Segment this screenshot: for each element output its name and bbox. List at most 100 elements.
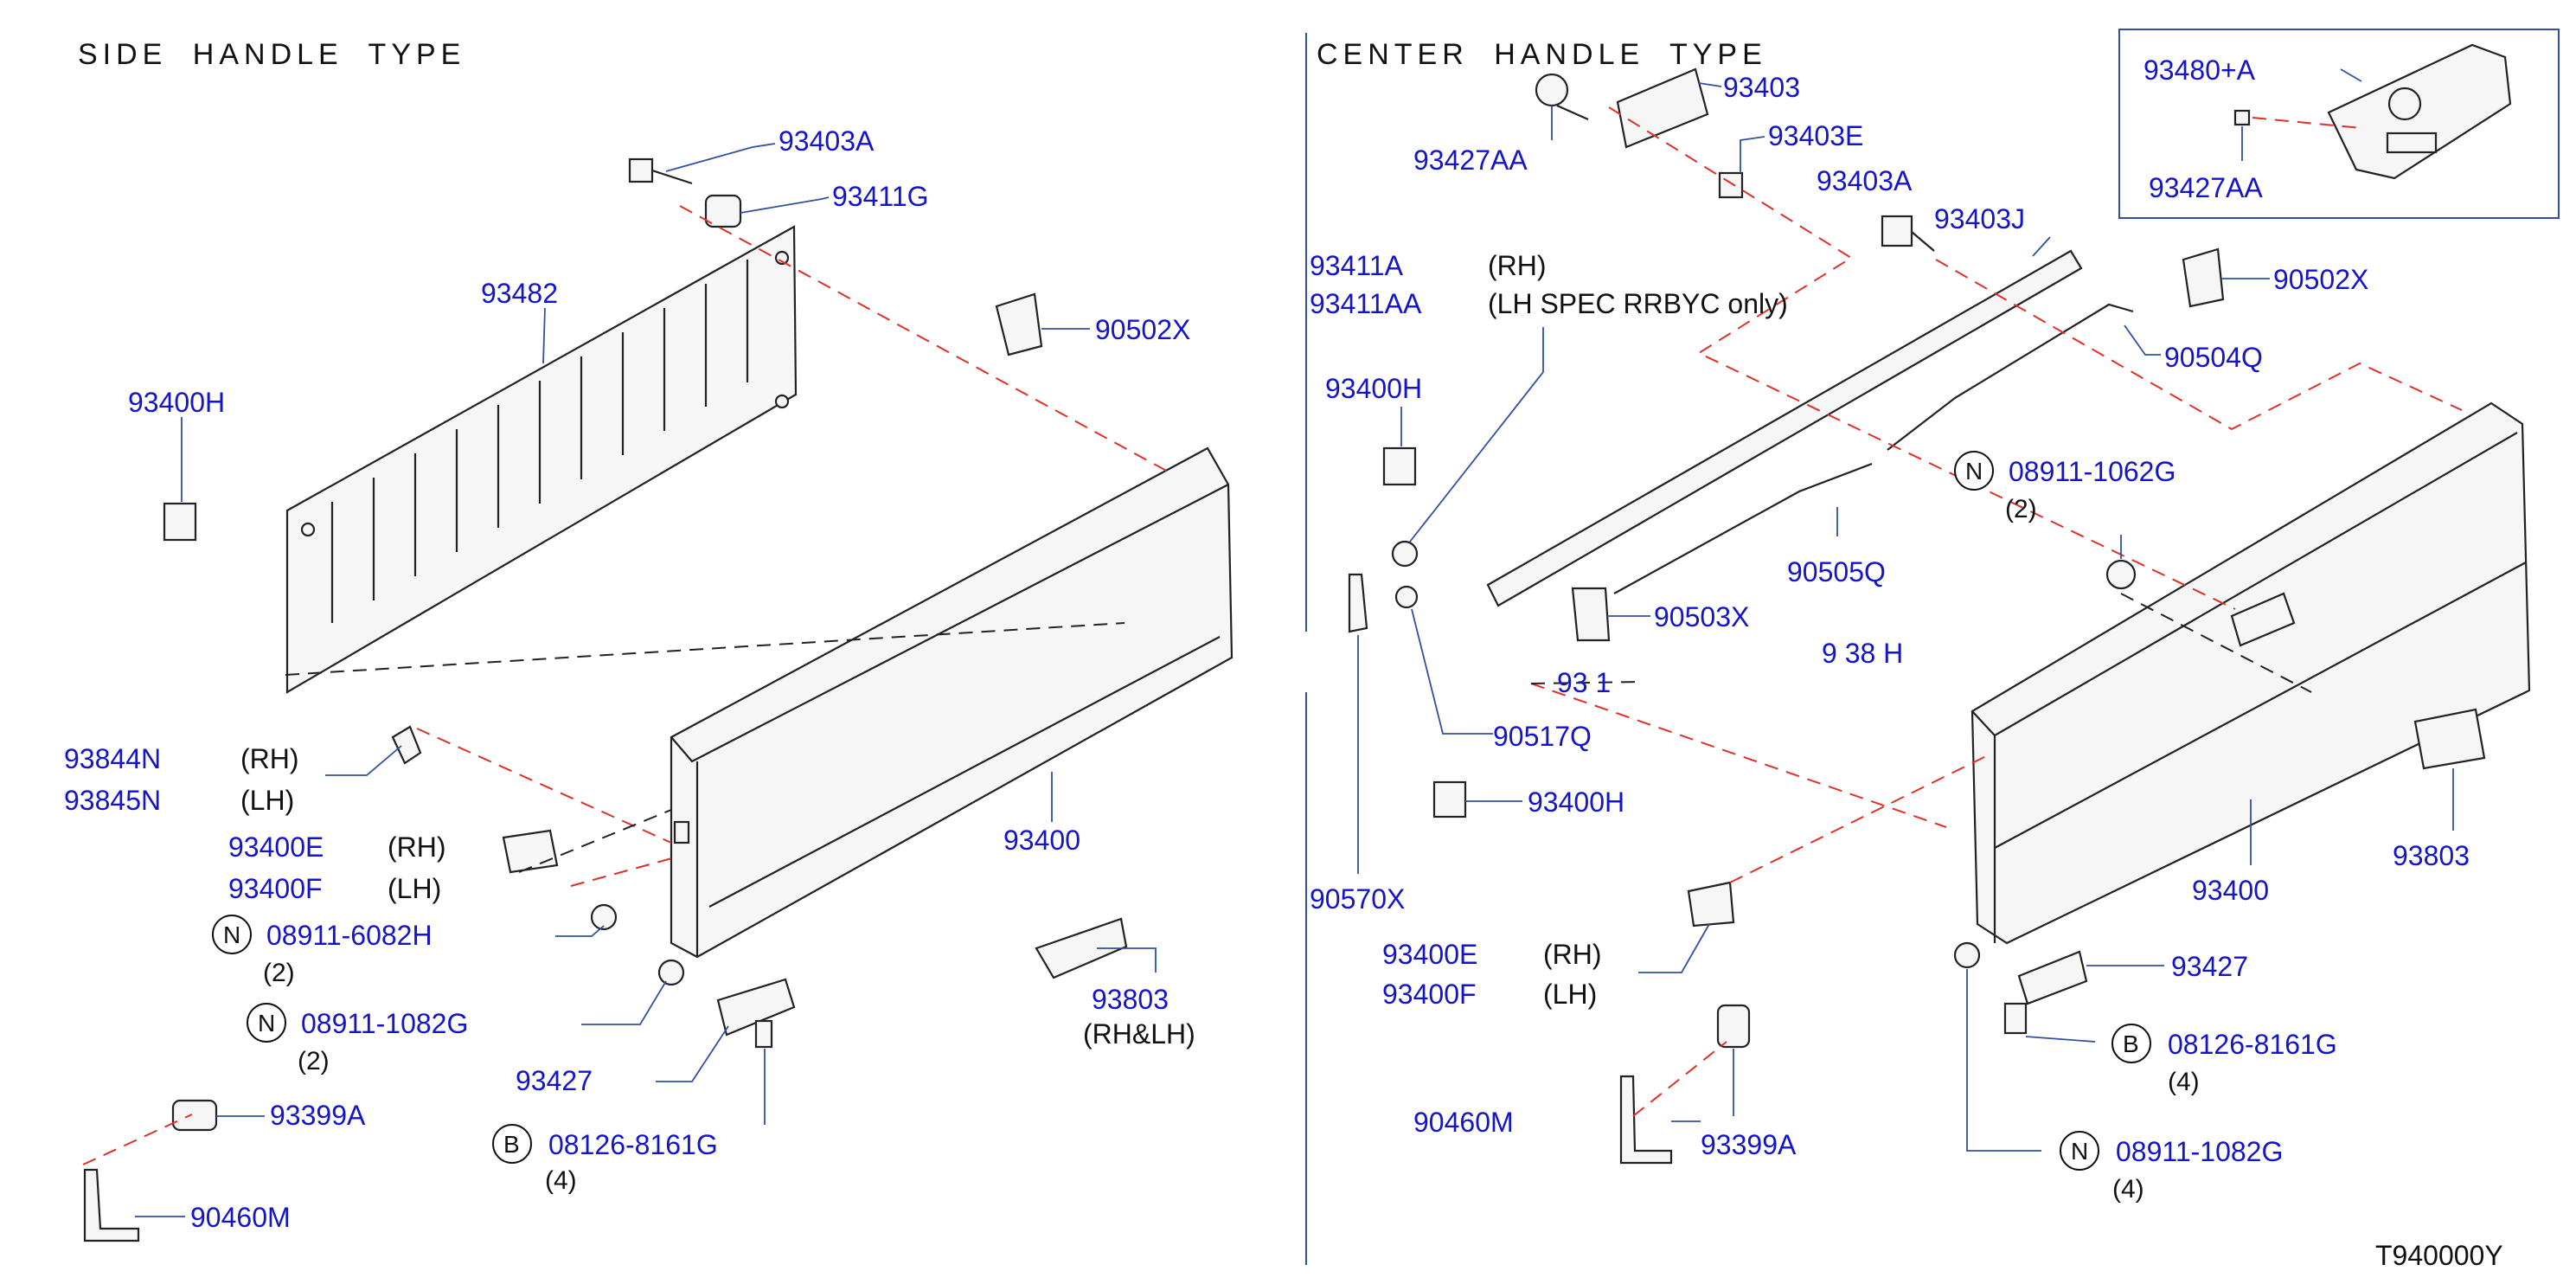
label-93427-left: 93427 [516, 1065, 593, 1096]
clip-93400h-right-top [1382, 446, 1417, 486]
badge-b-08126-8161g-right [2111, 1024, 2151, 1063]
label-08911-1082g-right: 08911-1082G [2116, 1136, 2283, 1167]
inset-clip-93427aa [2233, 109, 2251, 126]
label-08911-1082g-right-qty: (4) [2112, 1175, 2144, 1204]
label-90502x-left: 90502X [1095, 314, 1190, 345]
label-93400e-right-side: (RH) [1543, 939, 1602, 970]
label-9341x: 93 1 [1557, 667, 1611, 698]
label-90460m-right: 90460M [1413, 1107, 1514, 1138]
nut-08911-1062g [2105, 559, 2137, 590]
badge-n-08911-1062g-letter: N [1965, 458, 1983, 485]
badge-b-08126-8161g-right-letter: B [2123, 1030, 2139, 1057]
bracket-90460m-left [83, 1168, 140, 1242]
label-08126-8161g-left-qty: (4) [545, 1166, 577, 1195]
grommet-93411a [1391, 540, 1419, 568]
label-93411a-side: (RH) [1488, 250, 1547, 281]
label-90502x-right: 90502X [2273, 264, 2368, 295]
bracket-90570x [1348, 573, 1368, 633]
label-93400h-right-top: 93400H [1325, 373, 1422, 404]
label-93403: 93403 [1723, 72, 1800, 103]
label-93400f-right: 93400F [1382, 979, 1477, 1010]
right-callouts: 93403 93427AA 93403E 93403A 93403J 93411… [1310, 55, 2470, 1204]
badge-b-08126-8161g-left [492, 1124, 532, 1164]
right-assembly-line-2 [1935, 259, 2463, 431]
label-93400e-right: 93400E [1382, 939, 1477, 970]
label-93400h-left: 93400H [128, 387, 225, 418]
label-93803-left-side: (RH&LH) [1083, 1018, 1195, 1050]
nut-08911-1082g-right [1953, 941, 1981, 969]
bumper-93400e-right [1687, 881, 1735, 928]
label-93845n-side: (LH) [240, 785, 294, 816]
badge-n-08911-1082g-right [2060, 1131, 2099, 1171]
label-93400-left: 93400 [1003, 825, 1080, 856]
label-93400f-left-side: (LH) [388, 873, 441, 904]
left-assembly-line-2 [416, 728, 672, 844]
clip-90502x-right [2182, 247, 2225, 308]
label-93403e: 93403E [1768, 120, 1863, 151]
bolt-08126-8161g-left [754, 1019, 773, 1049]
label-93845n: 93845N [64, 785, 161, 816]
label-93844n-side: (RH) [240, 743, 299, 774]
label-93844n: 93844N [64, 743, 161, 774]
label-08911-1082g-left: 08911-1082G [301, 1008, 468, 1039]
left-assembly-line-1 [679, 205, 1170, 473]
label-08911-1082g-left-qty: (2) [298, 1047, 330, 1075]
bumper-93400e [502, 829, 559, 874]
label-90517q: 90517Q [1493, 721, 1592, 752]
badge-n-08911-6082h-letter: N [223, 921, 240, 948]
stopper-93399a-right [1716, 1004, 1751, 1049]
clip-93400h-left [163, 502, 197, 542]
label-93411a: 93411A [1310, 250, 1404, 281]
inset-emblem-93480a [2327, 43, 2512, 180]
right-assembly-line-1 [1608, 106, 2236, 610]
inset-assembly-line [2252, 117, 2362, 129]
label-93411aa-side: (LH SPEC RRBYC only) [1488, 288, 1788, 319]
badge-n-08911-1082g-left [247, 1003, 286, 1043]
stopper-93399a-left [171, 1099, 218, 1132]
bolt-93403a [628, 157, 693, 185]
right-assembly-line-4 [1729, 755, 1987, 883]
right-assembly-line-3 [1530, 683, 1947, 828]
right-assembly-line-5 [1632, 1041, 1727, 1117]
left-callouts: 93403A 93411G 93482 90502X 93400H 93844N… [64, 125, 1195, 1233]
label-93838h: 9 38 H [1822, 638, 1903, 669]
label-93399a-left: 93399A [270, 1100, 366, 1131]
left-section-title: SIDE HANDLE TYPE [78, 38, 465, 71]
inset-box [2118, 29, 2560, 219]
clip-90517q [1394, 585, 1419, 609]
badge-n-08911-6082h [212, 915, 252, 954]
label-inset-93480a: 93480+A [2143, 55, 2256, 86]
right-section-title: CENTER HANDLE TYPE [1317, 38, 1767, 71]
bolt-93403a-right [1881, 215, 1935, 252]
screw-93427aa [1535, 73, 1589, 121]
nut-08911-6082h [590, 903, 618, 931]
label-93411g: 93411G [832, 181, 929, 212]
bolt-08126-8161g-right [2003, 1002, 2028, 1035]
label-90570x: 90570X [1310, 883, 1405, 915]
clip-93400h-right-mid [1432, 780, 1467, 819]
tailgate-finisher-panel [285, 225, 798, 694]
bracket-90460m-right [1619, 1075, 1673, 1165]
label-93400-right: 93400 [2192, 875, 2269, 906]
rod-90504q [1887, 303, 2134, 451]
badge-n-08911-1082g-left-letter: N [258, 1010, 275, 1037]
handle-93803-right [2413, 708, 2486, 770]
label-90503x: 90503X [1654, 601, 1749, 632]
label-08126-8161g-right-qty: (4) [2168, 1068, 2200, 1096]
left-assembly-line-6 [518, 809, 672, 873]
label-93400f-left: 93400F [228, 873, 323, 904]
badge-n-08911-1082g-right-letter: N [2071, 1138, 2088, 1165]
label-08911-1062g: 08911-1062G [2009, 456, 2176, 487]
handle-93803-left [1035, 917, 1128, 979]
nut-08911-1082g-left [657, 959, 685, 986]
label-08911-6082h: 08911-6082H [266, 920, 433, 951]
label-93482: 93482 [481, 278, 558, 309]
tailgate-center-handle [1970, 401, 2531, 945]
label-93400e-left: 93400E [228, 831, 324, 863]
label-93403a-right: 93403A [1817, 165, 1913, 196]
left-assembly-line-3 [570, 856, 679, 887]
hinge-93427-left [716, 978, 796, 1037]
tailgate-side-handle [670, 446, 1234, 959]
right-assembly-line-7 [1530, 681, 1644, 684]
